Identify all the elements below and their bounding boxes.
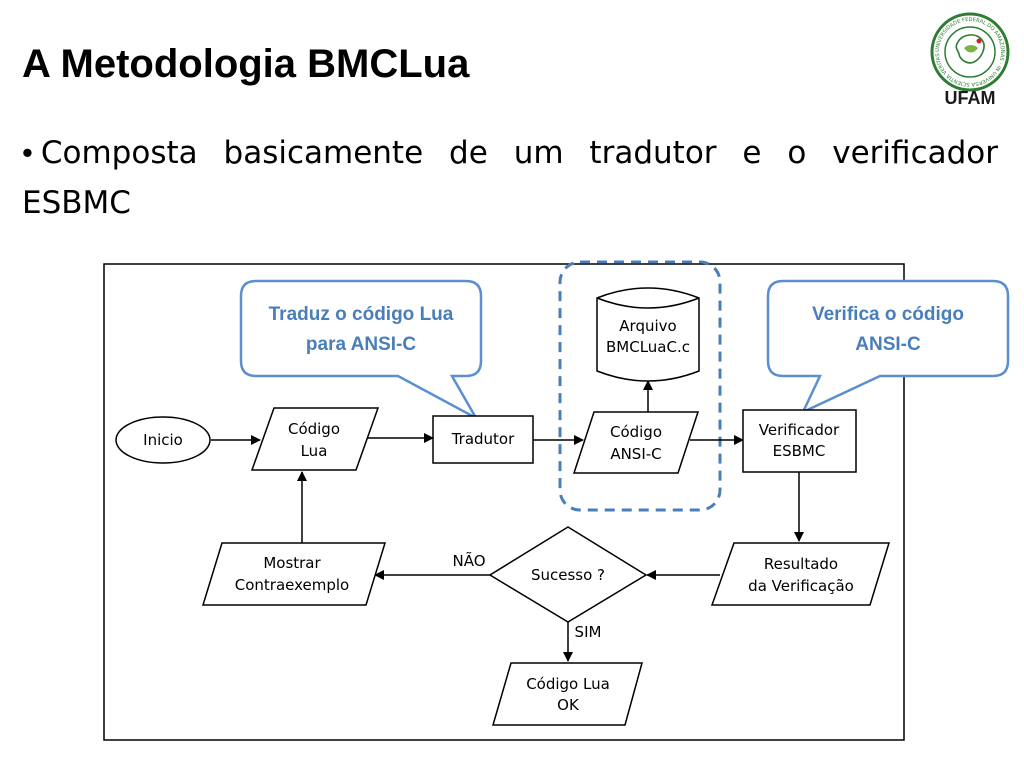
counterexample-node <box>201 542 387 606</box>
ok-label-line2: OK <box>557 696 580 714</box>
bullet-text: Composta basicamente de um tradutor e o … <box>22 135 998 221</box>
verifier-callout-line1: Verifica o código <box>812 304 964 325</box>
result-label-line1: Resultado <box>764 555 838 573</box>
start-node-label: Inicio <box>143 431 183 449</box>
ok-node <box>492 662 643 726</box>
logo-text: UFAM <box>945 88 996 108</box>
counterexample-label-line1: Mostrar <box>263 554 321 572</box>
file-label-line1: Arquivo <box>619 317 676 335</box>
verifier-label-line2: ESBMC <box>773 442 826 460</box>
bullet-dot: • <box>22 135 33 170</box>
verifier-label-line1: Verificador <box>759 421 840 439</box>
ufam-logo: UNIVERSIDADE FEDERAL DO AMAZONAS · IN UN… <box>930 12 1010 108</box>
result-label-line2: da Verificação <box>748 577 854 595</box>
ansi-code-node <box>572 411 700 474</box>
translator-node <box>432 415 534 464</box>
file-node-top-curve <box>596 297 700 309</box>
decision-node <box>488 526 648 623</box>
verifier-node <box>742 409 857 473</box>
start-node <box>115 416 211 464</box>
logo-leaf-icon <box>964 45 978 53</box>
file-label-line2: BMCLuaC.c <box>606 338 690 356</box>
translator-node-label: Tradutor <box>451 430 515 448</box>
slide-title: A Metodologia BMCLua <box>22 42 470 86</box>
verifier-callout <box>766 279 1010 415</box>
logo-inner-ring-icon <box>944 26 996 78</box>
result-node <box>710 542 891 606</box>
logo-outer-ring-icon <box>930 12 1010 92</box>
ok-label-line1: Código Lua <box>526 675 610 693</box>
counterexample-label-line2: Contraexemplo <box>235 576 350 594</box>
decision-label: Sucesso ? <box>531 566 605 584</box>
translator-callout-line1: Traduz o código Lua <box>269 304 454 325</box>
edge-label-yes: SIM <box>575 623 602 641</box>
logo-dot-icon <box>976 38 982 44</box>
translator-callout-line2: para ANSI-C <box>306 334 416 355</box>
edge-label-no: NÃO <box>452 551 485 570</box>
lua-code-label-line1: Código <box>288 420 340 438</box>
ansi-c-dashed-group <box>558 260 722 512</box>
verifier-callout-line2: ANSI-C <box>855 334 921 355</box>
translator-callout <box>239 279 483 422</box>
ansi-code-label-line1: Código <box>610 423 662 441</box>
lua-code-label-line2: Lua <box>301 442 328 460</box>
bullet-point: •Composta basicamente de um tradutor e o… <box>22 128 998 228</box>
ansi-code-label-line2: ANSI-C <box>610 445 661 463</box>
lua-code-node <box>250 407 380 471</box>
file-node <box>596 287 700 382</box>
